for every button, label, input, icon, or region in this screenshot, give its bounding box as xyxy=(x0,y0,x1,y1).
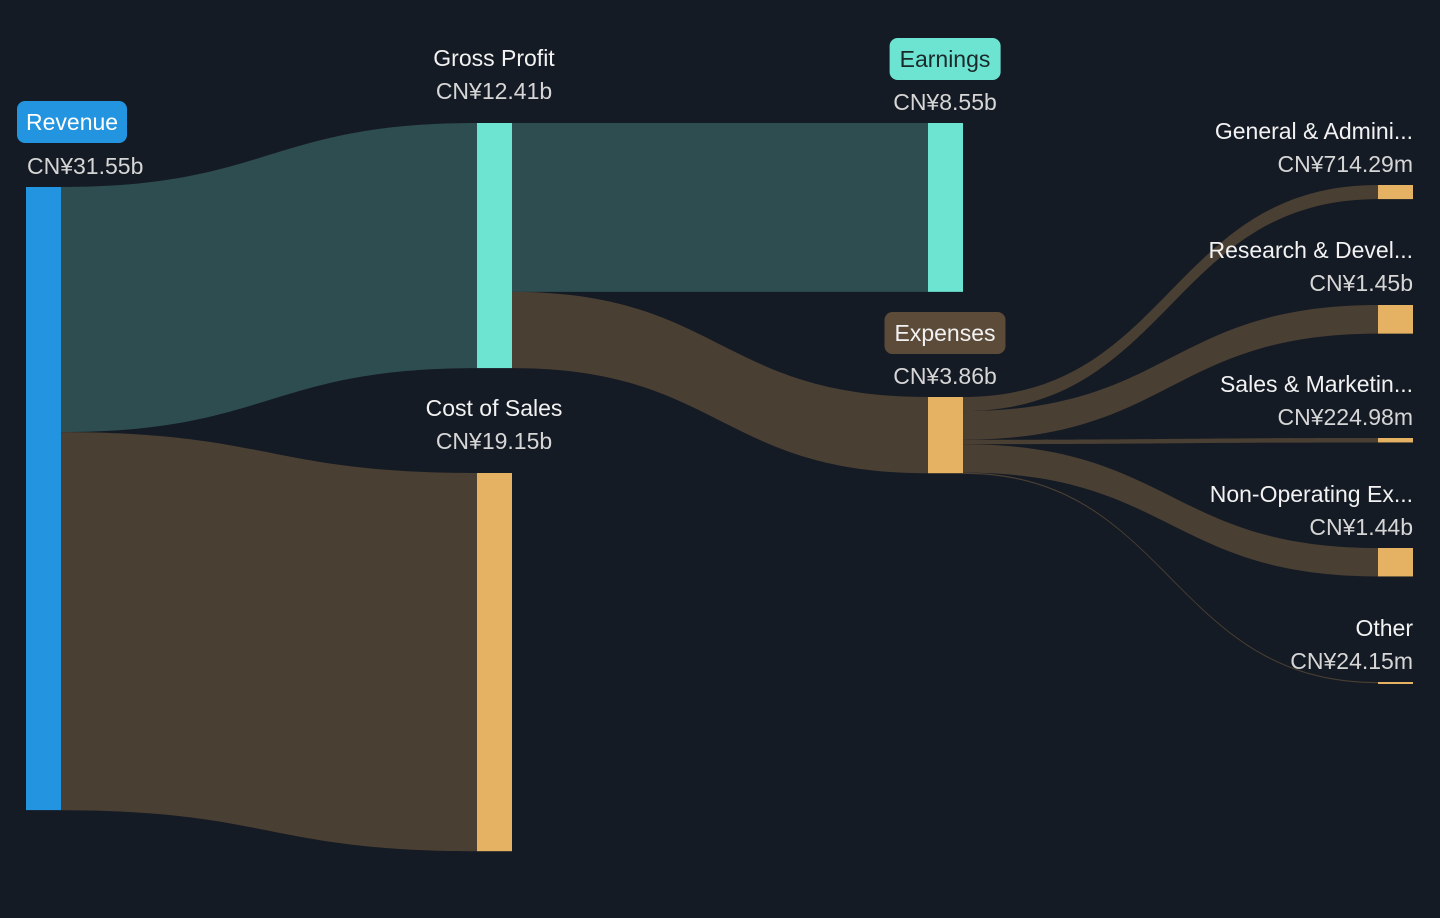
revenue-value: CN¥31.55b xyxy=(27,153,144,179)
node-gross_profit xyxy=(477,123,512,369)
earnings-badge: Earnings xyxy=(889,38,1001,80)
gross-profit-value: CN¥12.41b xyxy=(435,78,553,104)
gross-profit-label: Gross Profit xyxy=(433,45,555,71)
snm-label: Sales & Marketin... xyxy=(1219,371,1413,397)
node-other xyxy=(1378,682,1413,684)
revenue-badge: Revenue xyxy=(17,101,128,143)
link-expenses-to-nonop xyxy=(963,444,1378,577)
node-expenses xyxy=(928,397,963,474)
link-expenses-to-snm xyxy=(963,438,1378,445)
expenses-value: CN¥3.86b xyxy=(893,363,997,389)
cost-of-sales-label: Cost of Sales xyxy=(425,395,563,421)
other-value: CN¥24.15m xyxy=(1290,648,1413,674)
node-snm xyxy=(1378,438,1413,443)
gna-value: CN¥714.29m xyxy=(1277,151,1413,177)
rnd-value: CN¥1.45b xyxy=(1309,270,1413,296)
link-gross_profit-to-earnings xyxy=(512,123,928,292)
cost-of-sales-value: CN¥19.15b xyxy=(435,428,553,454)
node-cost_of_sales xyxy=(477,473,512,852)
link-gross_profit-to-expenses xyxy=(512,291,928,474)
link-revenue-to-cost_of_sales xyxy=(61,432,477,852)
node-rnd xyxy=(1378,305,1413,334)
gna-label: General & Admini... xyxy=(1214,118,1413,144)
link-expenses-to-other xyxy=(963,472,1378,684)
earnings-value: CN¥8.55b xyxy=(893,89,997,115)
expenses-badge: Expenses xyxy=(884,312,1006,354)
rnd-label: Research & Devel... xyxy=(1208,237,1413,263)
node-earnings xyxy=(928,123,963,292)
node-gna xyxy=(1378,185,1413,200)
link-expenses-to-gna xyxy=(963,185,1378,412)
node-revenue xyxy=(26,187,61,811)
node-nonop xyxy=(1378,548,1413,577)
nonop-label: Non-Operating Ex... xyxy=(1209,481,1413,507)
other-label: Other xyxy=(1355,615,1413,641)
link-revenue-to-gross_profit xyxy=(61,123,477,433)
nonop-value: CN¥1.44b xyxy=(1309,514,1413,540)
link-expenses-to-rnd xyxy=(963,305,1378,440)
snm-value: CN¥224.98m xyxy=(1277,404,1413,430)
